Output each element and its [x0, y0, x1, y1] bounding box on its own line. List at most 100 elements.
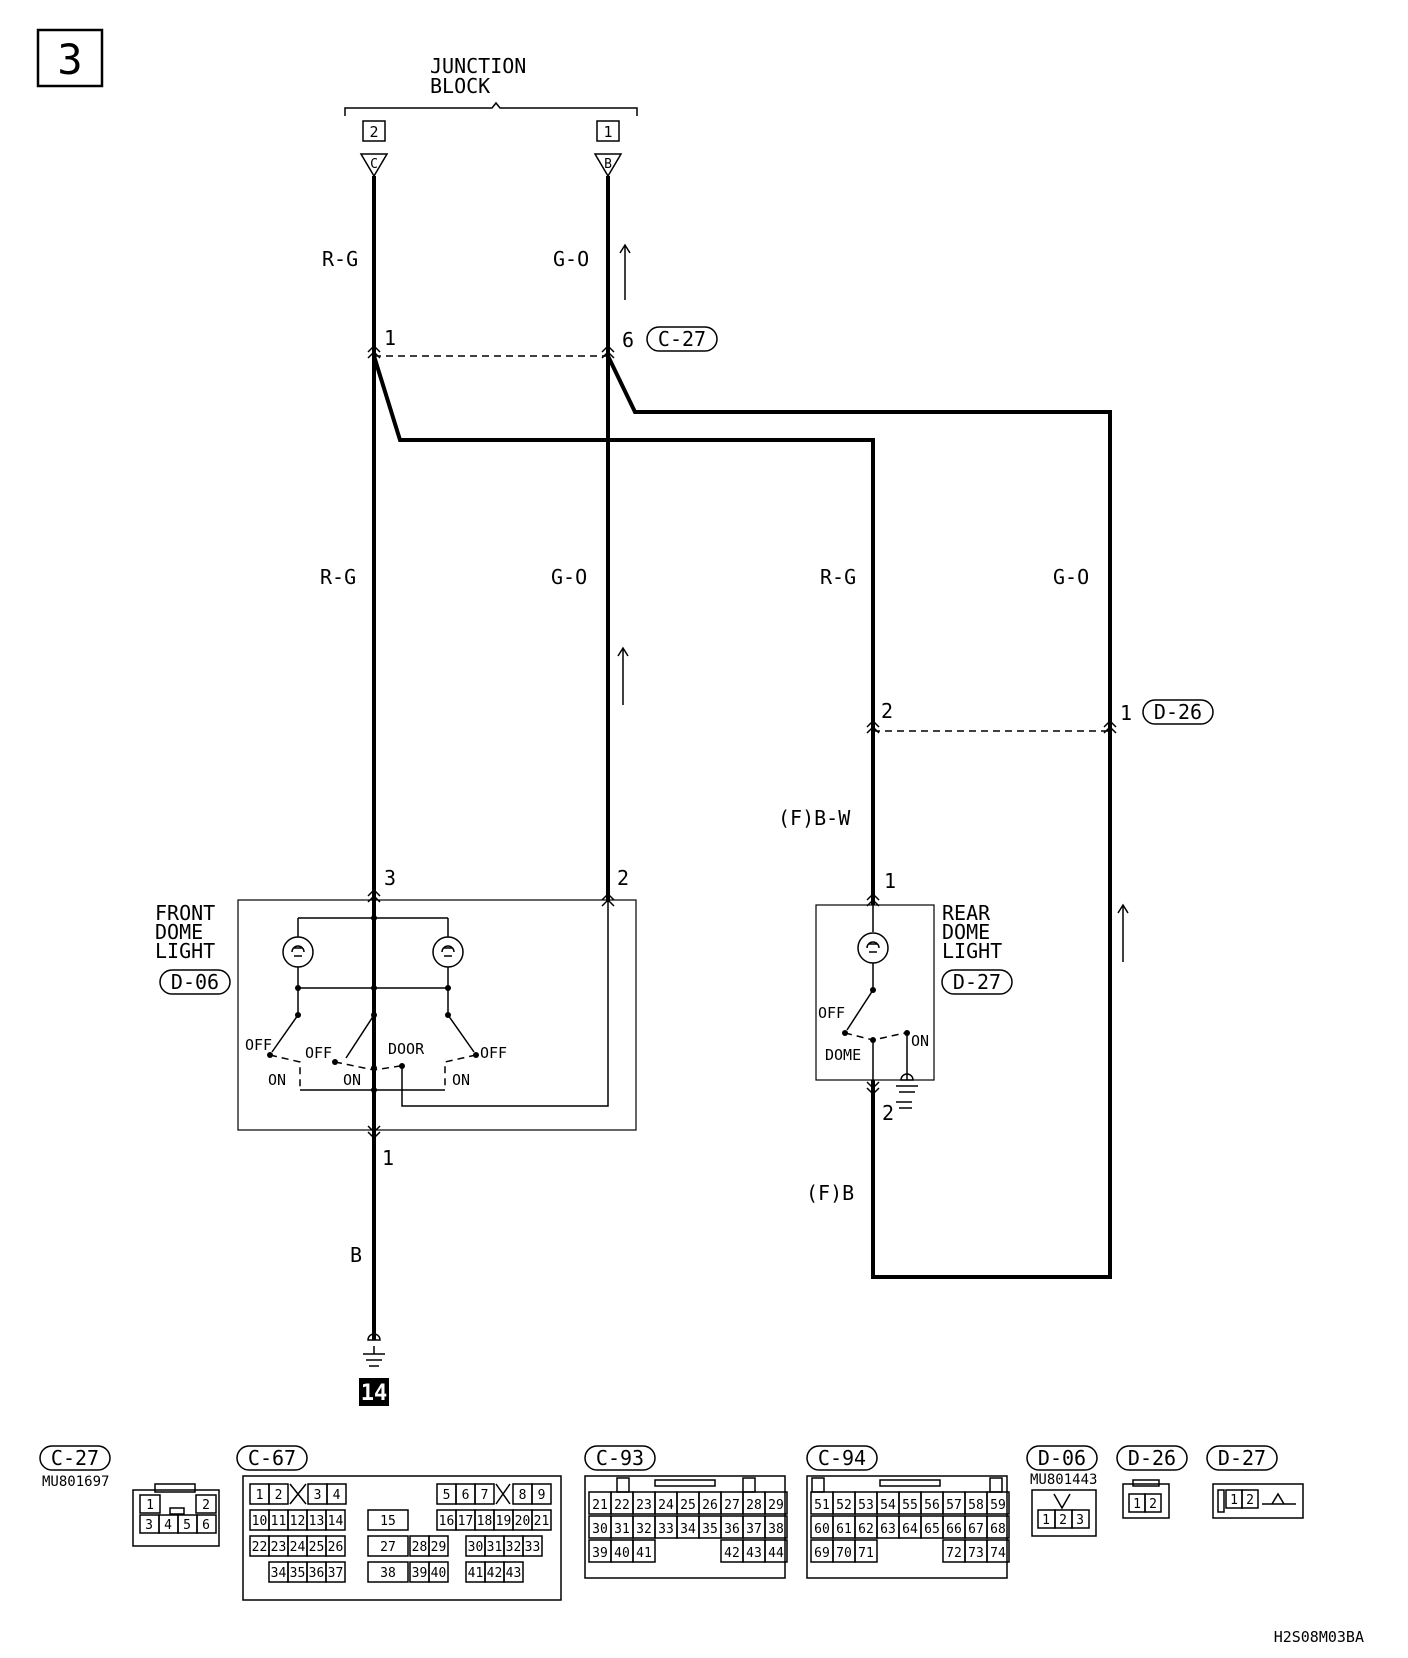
pin-number: 67	[968, 1522, 984, 1537]
pin-number: 35	[290, 1566, 306, 1581]
wire-label-b: B	[350, 1243, 362, 1267]
pin-number: 63	[880, 1522, 896, 1537]
front-sw-on-3: ON	[452, 1071, 470, 1089]
pin-number: 41	[468, 1566, 484, 1581]
page-number: 3	[57, 35, 82, 84]
wire-label-fb: (F)B	[806, 1181, 854, 1205]
ground-front: 14	[359, 1333, 389, 1406]
rear-dome-title-1: REAR	[942, 901, 991, 925]
legend-d27-face: 1 2	[1212, 1483, 1304, 1519]
pin-number: 24	[290, 1540, 306, 1555]
pin-cell	[764, 1515, 788, 1539]
pin-number: 65	[924, 1522, 940, 1537]
c27-pin-1: 1	[384, 326, 396, 350]
pin-number: 1	[256, 1488, 264, 1503]
pin-number: 51	[814, 1498, 830, 1513]
pin-number: 40	[614, 1546, 630, 1561]
pin-number: 36	[309, 1566, 325, 1581]
pin-cell	[325, 1561, 346, 1583]
pin-number: 23	[636, 1498, 652, 1513]
lamp-icon	[432, 936, 464, 968]
legend-c67-label: C-67	[248, 1446, 296, 1470]
pin-number: 41	[636, 1546, 652, 1561]
pin-number: 62	[858, 1522, 874, 1537]
d26-pin-2: 2	[881, 699, 893, 723]
front-dome-connector: D-06	[171, 970, 219, 994]
front-dome-light: FRONT DOME LIGHT D-06 3 2 1	[155, 866, 637, 1170]
page-number-box: 3	[36, 28, 104, 88]
pin-number: 57	[946, 1498, 962, 1513]
svg-text:5: 5	[183, 1518, 191, 1533]
pin-number: 12	[290, 1514, 306, 1529]
junction-block-title-2: BLOCK	[430, 74, 490, 98]
c27-pin-6: 6	[622, 328, 634, 352]
junction-block-title-1: JUNCTION	[430, 54, 526, 78]
rear-dome-housing	[815, 904, 935, 1081]
pin-cell	[531, 1509, 552, 1531]
d26-label: D-26	[1154, 700, 1202, 724]
pin-number: 19	[496, 1514, 512, 1529]
connector-c27: 1 6 C-27	[367, 326, 718, 359]
svg-text:6: 6	[202, 1518, 210, 1533]
pin-number: 66	[946, 1522, 962, 1537]
pin-number: 11	[271, 1514, 287, 1529]
pin-number: 56	[924, 1498, 940, 1513]
pin-number: 20	[515, 1514, 531, 1529]
arrow-up-icon	[1117, 903, 1129, 962]
wires	[372, 176, 1112, 1340]
pin-cell	[764, 1491, 788, 1515]
pin-number: 26	[328, 1540, 344, 1555]
pin-number: 28	[412, 1540, 428, 1555]
front-sw-door: DOOR	[388, 1040, 425, 1058]
legend-c27-face: 1 2 3 4 5 6	[132, 1483, 220, 1547]
wire-label-rg-mid: R-G	[320, 565, 356, 589]
wire-rg-rear	[372, 355, 875, 905]
pin-number: 21	[592, 1498, 608, 1513]
pin-number: 29	[768, 1498, 784, 1513]
pin-number: 40	[431, 1566, 447, 1581]
pin-number: 58	[968, 1498, 984, 1513]
front-sw-on-2: ON	[343, 1071, 361, 1089]
rear-dome-connector: D-27	[953, 970, 1001, 994]
pin-number: 10	[252, 1514, 268, 1529]
svg-text:3: 3	[145, 1518, 153, 1533]
connector-d26: 2 1 D-26	[866, 699, 1214, 734]
svg-text:2: 2	[1246, 1493, 1254, 1508]
pin-number: 4	[333, 1488, 341, 1503]
wire-go-rear	[606, 355, 1112, 1279]
legend-d26-label: D-26	[1128, 1446, 1176, 1470]
wire-label-rg-rear: R-G	[820, 565, 856, 589]
c27-label: C-27	[658, 327, 706, 351]
rear-sw-off: OFF	[818, 1004, 845, 1022]
rear-dome-title-3: LIGHT	[942, 939, 1002, 963]
svg-text:4: 4	[164, 1518, 172, 1533]
front-sw-off-3: OFF	[480, 1044, 507, 1062]
junction-block: JUNCTION BLOCK 2 1 C B	[344, 54, 638, 178]
front-sw-off-2: OFF	[305, 1044, 332, 1062]
pin-number: 32	[636, 1522, 652, 1537]
pin-number: 24	[658, 1498, 674, 1513]
pin-cell	[367, 1509, 409, 1531]
junction-brace	[344, 101, 638, 116]
wire-label-go-top: G-O	[553, 247, 589, 271]
front-dome-title-2: DOME	[155, 920, 203, 944]
pin-number: 71	[858, 1546, 874, 1561]
pin-number: 36	[724, 1522, 740, 1537]
pin-cell	[632, 1539, 656, 1563]
document-code: H2S08M03BA	[1274, 1628, 1364, 1646]
pin-cell	[986, 1491, 1010, 1515]
pin-cell	[986, 1515, 1010, 1539]
pin-number: 26	[702, 1498, 718, 1513]
legend-c27-part: MU801697	[42, 1474, 109, 1490]
pin-number: 7	[481, 1488, 489, 1503]
pin-number: 42	[724, 1546, 740, 1561]
pin-number: 55	[902, 1498, 918, 1513]
lamp-icon	[282, 936, 314, 968]
front-dome-title-3: LIGHT	[155, 939, 215, 963]
current-arrows	[617, 243, 1129, 962]
front-sw-on-1: ON	[268, 1071, 286, 1089]
pin-number: 13	[309, 1514, 325, 1529]
pin-number: 33	[658, 1522, 674, 1537]
front-pin-3: 3	[384, 866, 396, 890]
